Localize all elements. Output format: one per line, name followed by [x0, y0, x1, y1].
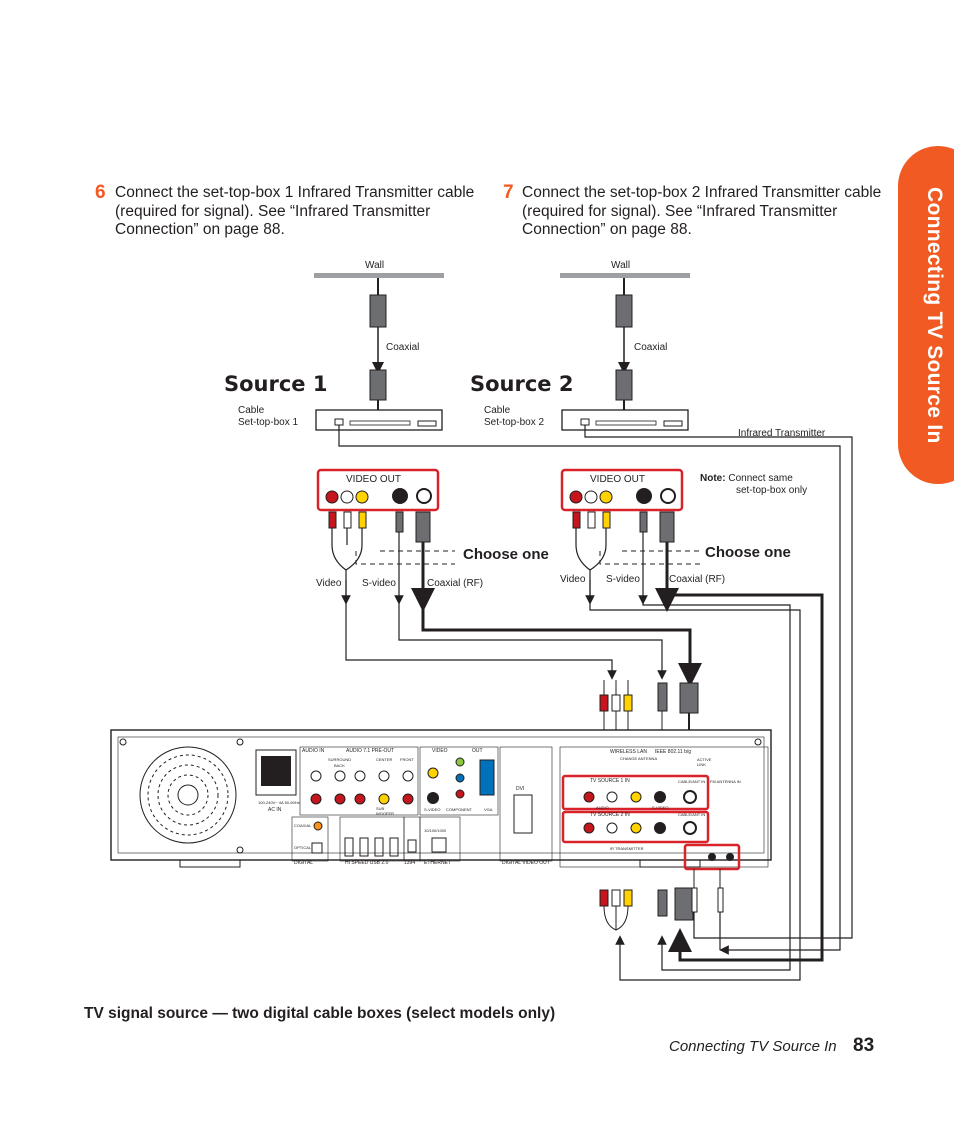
panel-dvi: DVI	[516, 786, 525, 792]
panel-audio-pre-out: AUDIO 7.1 PRE-OUT	[346, 748, 395, 754]
tv-source-2-highlight	[561, 810, 710, 844]
panel-surround: SURROUND	[328, 757, 352, 762]
step-7-line-2: (required for signal). See “Infrared Tra…	[522, 202, 838, 220]
step-7-line-3: Connection” on page 88.	[522, 221, 692, 238]
note: Note: Connect same set-top-box only	[700, 473, 807, 497]
panel-cable-ant-in-1: CABLE/ANT IN	[678, 779, 706, 784]
panel-center: CENTER	[376, 757, 393, 762]
step-6-text: Connect the set-top-box 1 Infrared Trans…	[115, 184, 474, 240]
svideo-conn-label-2: S-video	[606, 574, 640, 585]
panel-audio: AUDIO	[596, 805, 609, 810]
wall-1-icon	[314, 273, 444, 278]
source-1-title: Source 1	[224, 372, 328, 396]
step-6-line-2: (required for signal). See “Infrared Tra…	[115, 202, 431, 220]
panel-fm-antenna-in: FM ANTENNA IN	[710, 779, 741, 784]
pc-back-panel-icon	[110, 729, 772, 868]
cable-box-1-label: Cable Set-top-box 1	[238, 405, 298, 429]
panel-back: BACK	[334, 763, 345, 768]
rca-plugs-1-icon	[328, 511, 431, 543]
set-top-box-2-icon	[561, 409, 689, 431]
panel-tv-source-1: TV SOURCE 1 IN	[590, 778, 630, 784]
coax-conn-label-1: Coaxial (RF)	[427, 578, 484, 589]
panel-active-link: ACTIVE LINK	[697, 757, 712, 767]
rca-plugs-2-icon	[572, 511, 675, 543]
tv-source-jacks-icon	[583, 790, 734, 861]
wall-label-2: Wall	[611, 260, 631, 271]
panel-ethernet: ETHERNET	[424, 860, 451, 866]
tv-source-1-highlight	[561, 774, 710, 811]
cable-box-1-line-1: Cable	[238, 405, 265, 416]
choose-one-label-2: Choose one	[705, 544, 791, 561]
step-7-number: 7	[503, 182, 514, 203]
footer-section-title: Connecting TV Source In	[669, 1038, 837, 1055]
coaxial-label-2: Coaxial	[634, 342, 668, 353]
svideo-conn-label-1: S-video	[362, 578, 396, 589]
coax-cable-1-icon	[369, 278, 387, 410]
step-6-number: 6	[95, 182, 106, 203]
figure-caption: TV signal source — two digital cable box…	[84, 1005, 556, 1022]
wall-label-1: Wall	[365, 260, 385, 271]
panel-digital-video-out: DIGITAL VIDEO OUT	[502, 860, 550, 866]
panel-audio-in: AUDIO IN	[302, 748, 325, 754]
coaxial-label-1: Coaxial	[386, 342, 420, 353]
section-tab	[898, 146, 954, 484]
panel-wireless-lan: WIRELESS LAN	[610, 749, 647, 755]
panel-vga: VGA	[484, 807, 493, 812]
step-6-line-3: Connection” on page 88.	[115, 221, 285, 238]
note-line-1: Connect same	[728, 473, 793, 484]
panel-coaxial: COAXIAL	[294, 823, 312, 828]
section-tab-label: Connecting TV Source In	[923, 186, 946, 444]
panel-digital: DIGITAL	[294, 860, 314, 866]
panel-svideo-2: S-VIDEO	[652, 805, 669, 810]
video-out-jacks-1-icon	[325, 488, 432, 504]
cable-box-2-label: Cable Set-top-box 2	[484, 405, 544, 429]
panel-out: OUT	[472, 748, 483, 754]
infrared-transmitter-label: Infrared Transmitter	[738, 428, 826, 439]
footer-page-number: 83	[853, 1035, 875, 1056]
panel-front: FRONT	[400, 757, 414, 762]
panel-usb: HI SPEED USB 2.0	[345, 860, 389, 866]
video-out-label-2: VIDEO OUT	[590, 474, 646, 485]
panel-ir-transmitter: IR TRANSMITTER	[610, 846, 644, 851]
wall-2-icon	[560, 273, 690, 278]
note-bold: Note:	[700, 473, 726, 484]
panel-video: VIDEO	[432, 748, 448, 754]
cable-box-1-line-2: Set-top-box 1	[238, 417, 299, 428]
source-2-title: Source 2	[470, 372, 574, 396]
lower-plugs-icon	[599, 869, 740, 950]
panel-tv-source-2: TV SOURCE 2 IN	[590, 812, 630, 818]
choose-one-label-1: Choose one	[463, 546, 549, 563]
panel-1394: 1394	[404, 860, 416, 866]
panel-optical: OPTICAL	[294, 845, 312, 850]
set-top-box-1-icon	[315, 409, 443, 431]
panel-ac-in: AC IN	[268, 807, 282, 813]
panel-eth-speed: 10/100/1000	[424, 828, 447, 833]
panel-cable-ant-in-2: CABLE/ANT IN	[678, 812, 706, 817]
panel-component: COMPONENT	[446, 807, 472, 812]
panel-voltage: 100-240V~ 4A 50-60Hz	[258, 800, 300, 805]
panel-svideo: S-VIDEO	[424, 807, 441, 812]
video-out-label-1: VIDEO OUT	[346, 474, 402, 485]
panel-sub: SUB WOOFER	[376, 806, 394, 816]
note-line-2: set-top-box only	[736, 485, 808, 496]
upper-plugs-icon	[599, 680, 699, 730]
coax-cable-2-icon	[615, 278, 633, 410]
coax-conn-label-2: Coaxial (RF)	[669, 574, 726, 585]
panel-bg: IEEE 802.11 b/g	[655, 749, 692, 755]
cable-box-2-line-1: Cable	[484, 405, 511, 416]
step-6-line-1: Connect the set-top-box 1 Infrared Trans…	[115, 184, 475, 201]
ir-transmitter-highlight	[683, 843, 741, 871]
cable-box-2-line-2: Set-top-box 2	[484, 417, 545, 428]
step-7-text: Connect the set-top-box 2 Infrared Trans…	[522, 184, 881, 240]
video-out-jacks-2-icon	[569, 488, 676, 504]
video-conn-label-1: Video	[316, 578, 342, 589]
step-7-line-1: Connect the set-top-box 2 Infrared Trans…	[522, 184, 882, 201]
panel-change-antenna: CHANGE ANTENNA	[620, 756, 658, 761]
video-conn-label-2: Video	[560, 574, 586, 585]
